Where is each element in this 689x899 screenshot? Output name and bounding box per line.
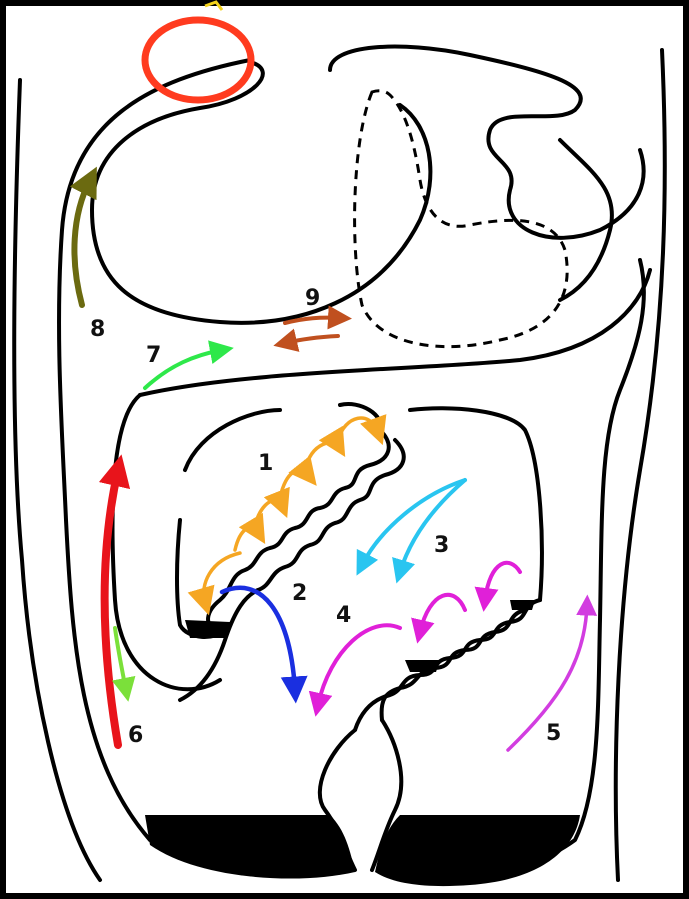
label-9: 9 [305, 286, 320, 311]
label-5: 5 [546, 721, 561, 746]
label-2: 2 [292, 581, 307, 606]
label-8: 8 [90, 317, 105, 342]
canvas-background [6, 6, 683, 893]
label-7: 7 [146, 343, 161, 368]
mesentery-pool-2 [510, 600, 535, 610]
label-6: 6 [128, 723, 143, 748]
label-1: 1 [258, 451, 273, 476]
label-4: 4 [336, 603, 351, 628]
mesentery-pool-1 [405, 660, 440, 672]
label-3: 3 [434, 533, 449, 558]
cecal-pool [185, 620, 230, 638]
